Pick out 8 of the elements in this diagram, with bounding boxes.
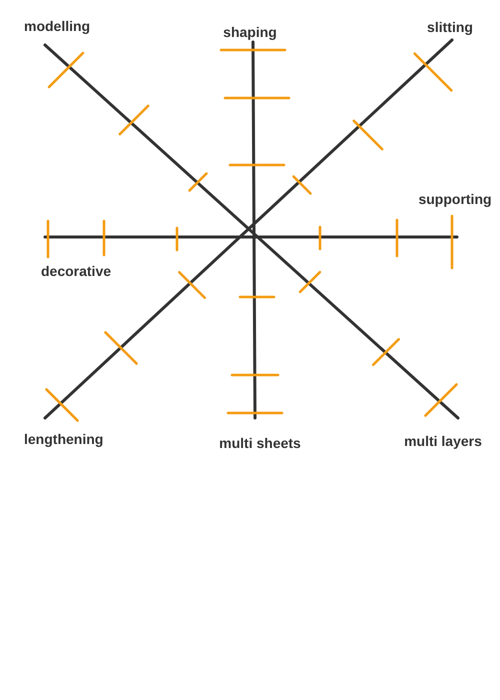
axis-label: supporting [418,191,492,207]
axis-label: shaping [223,24,277,40]
axis-label: decorative [40,263,112,279]
axis-label: lengthening [24,431,104,447]
axis-label: multi layers [404,433,482,449]
axis-label: multi sheets [219,435,301,451]
axis-label: modelling [24,18,90,34]
axis-label: slitting [427,19,473,35]
